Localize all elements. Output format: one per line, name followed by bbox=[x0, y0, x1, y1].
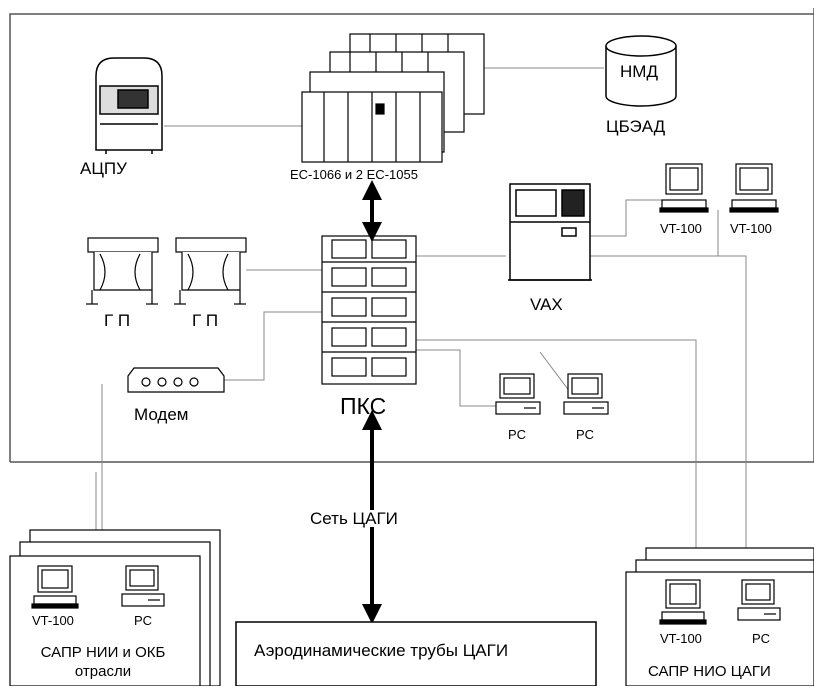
plotter-label-2: Г П bbox=[192, 311, 219, 330]
adpu-label: АЦПУ bbox=[80, 159, 127, 178]
left-group-label: САПР НИИ и ОКБ отрасли bbox=[40, 644, 166, 680]
mainframe-icon bbox=[301, 33, 485, 163]
pks-label: ПКС bbox=[340, 393, 387, 419]
vax-computer-icon bbox=[508, 183, 592, 281]
cbead-label: ЦБЭАД bbox=[606, 117, 666, 136]
right-pc-icon bbox=[737, 579, 781, 621]
plotter-label-1: Г П bbox=[104, 311, 131, 330]
left-terminal-icon bbox=[31, 565, 79, 609]
disk-storage-icon bbox=[605, 35, 677, 107]
wind-tunnels-label: Аэродинамические трубы ЦАГИ bbox=[254, 641, 509, 660]
modem-icon bbox=[127, 367, 225, 393]
left-pc-icon bbox=[121, 565, 165, 607]
terminal-icon-vt1 bbox=[659, 163, 709, 213]
left-pc-label: PC bbox=[134, 613, 153, 628]
left-vt100-label: VT-100 bbox=[32, 613, 74, 628]
vax-label: VAX bbox=[530, 295, 563, 314]
nmd-label: НМД bbox=[620, 62, 658, 81]
mainframe-label: ЕС-1066 и 2 ЕС-1055 bbox=[290, 167, 418, 182]
wind-tunnels-box bbox=[235, 621, 597, 687]
pc-label-2: PC bbox=[576, 427, 595, 442]
pc-icon-1 bbox=[495, 373, 541, 415]
line-printer-icon bbox=[95, 57, 163, 154]
plotter-icon-2 bbox=[174, 237, 247, 305]
vt100-label-1: VT-100 bbox=[660, 221, 702, 236]
pks-switch-icon bbox=[321, 235, 417, 385]
network-label: Сеть ЦАГИ bbox=[310, 509, 398, 528]
plotter-icon-1 bbox=[86, 237, 159, 305]
vt100-label-2: VT-100 bbox=[730, 221, 772, 236]
right-pc-label: PC bbox=[752, 631, 771, 646]
right-group-label: САПР НИО ЦАГИ bbox=[648, 663, 771, 680]
modem-label: Модем bbox=[134, 405, 189, 424]
pc-label-1: PC bbox=[508, 427, 527, 442]
pc-icon-2 bbox=[563, 373, 609, 415]
computing-center-frame bbox=[9, 13, 814, 463]
right-vt100-label: VT-100 bbox=[660, 631, 702, 646]
right-terminal-icon bbox=[659, 579, 707, 625]
terminal-icon-vt2 bbox=[729, 163, 779, 213]
